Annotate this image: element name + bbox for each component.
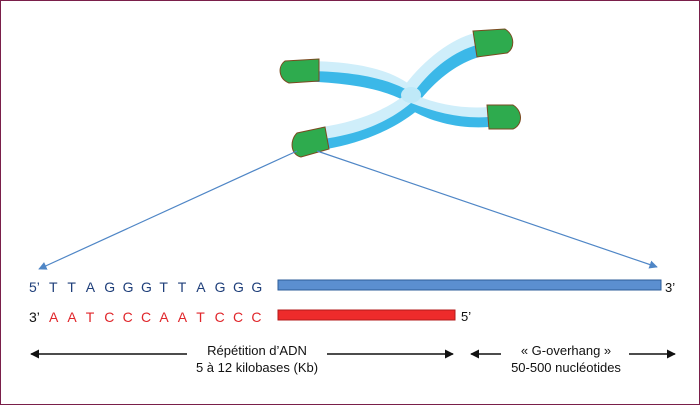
top-strand-3prime: 3’ <box>665 280 675 295</box>
overhang-label-line2: 50-500 nucléotides <box>511 360 621 375</box>
bottom-nucleotide: T <box>196 309 205 325</box>
repeat-label-bg <box>187 341 327 375</box>
bottom-nucleotide: C <box>104 309 114 325</box>
bottom-nucleotide: A <box>67 309 77 325</box>
bottom-nucleotide: C <box>251 309 261 325</box>
top-nucleotide: G <box>123 279 134 295</box>
bottom-nucleotide: C <box>123 309 133 325</box>
bottom-nucleotide: C <box>215 309 225 325</box>
top-nucleotide: G <box>215 279 226 295</box>
top-nucleotide: G <box>104 279 115 295</box>
telomere-cap <box>291 126 330 158</box>
top-nucleotide: T <box>178 279 187 295</box>
top-nucleotide: G <box>141 279 152 295</box>
overhang-label-bg <box>501 341 629 375</box>
zoom-line-left <box>38 150 298 270</box>
zoom-line-right <box>316 150 658 269</box>
top-nucleotide: T <box>49 279 58 295</box>
telomere-cap <box>486 104 521 130</box>
bottom-nucleotide: A <box>178 309 188 325</box>
top-strand-bar <box>277 279 662 291</box>
telomere-cap <box>472 28 514 58</box>
bottom-nucleotide: T <box>86 309 95 325</box>
overhang-label-line1: « G-overhang » <box>521 343 611 358</box>
bottom-nucleotide: C <box>141 309 151 325</box>
repeat-label-line2: 5 à 12 kilobases (Kb) <box>196 360 318 375</box>
bottom-strand-5prime: 5’ <box>461 309 471 324</box>
top-nucleotide: T <box>159 279 168 295</box>
bottom-nucleotide: C <box>233 309 243 325</box>
top-nucleotide: T <box>67 279 76 295</box>
bottom-nucleotide: A <box>159 309 169 325</box>
chromosome <box>279 28 521 158</box>
top-nucleotide: G <box>233 279 244 295</box>
bottom-strand-3prime: 3’ <box>29 309 40 325</box>
bottom-strand-bar <box>277 309 456 321</box>
top-nucleotide: A <box>86 279 96 295</box>
telomere-cap <box>279 58 320 84</box>
top-strand-5prime: 5’ <box>29 279 40 295</box>
bottom-nucleotide: A <box>49 309 59 325</box>
top-nucleotide: G <box>251 279 262 295</box>
top-nucleotide: A <box>196 279 206 295</box>
repeat-label-line1: Répétition d’ADN <box>207 343 307 358</box>
centromere <box>401 87 421 103</box>
